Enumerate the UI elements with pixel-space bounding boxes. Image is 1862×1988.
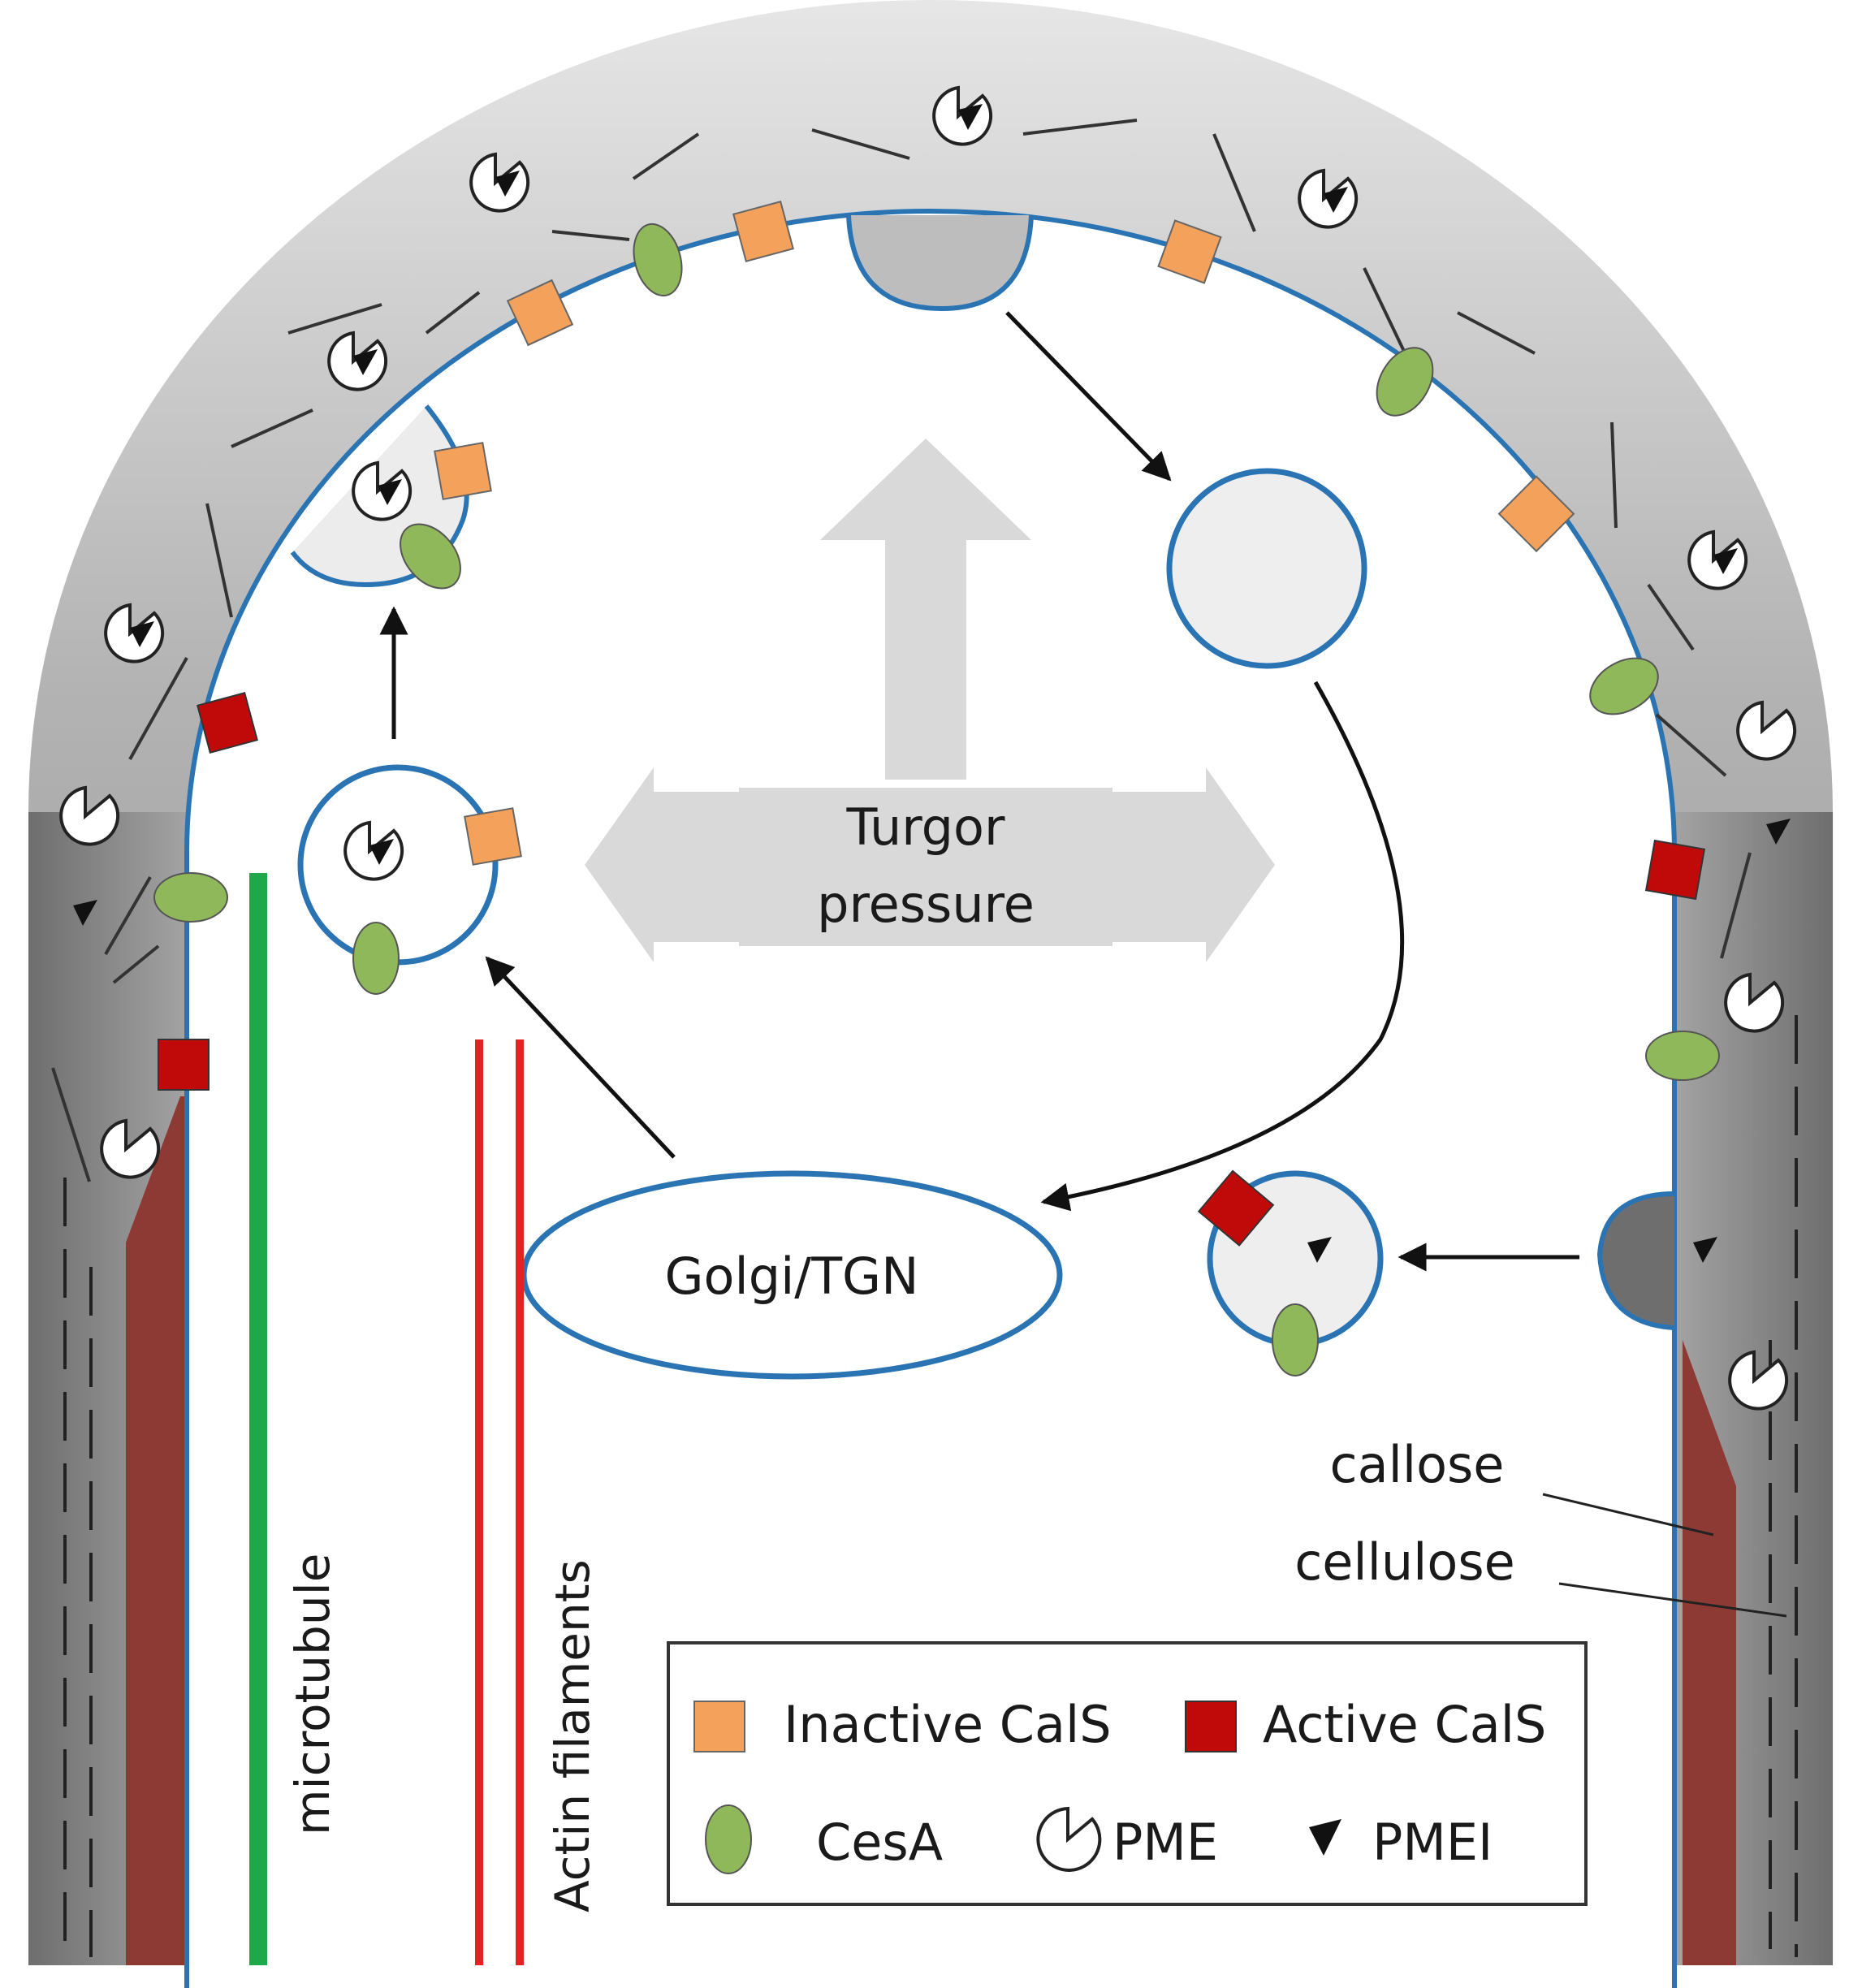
legend-inactive-cals-swatch (693, 1701, 745, 1752)
cellulose-fibrils-apex (51, 119, 1752, 1182)
cellulose-label: cellulose (1294, 1532, 1515, 1592)
microtubule-label: microtubule (285, 1554, 340, 1835)
callose-label: callose (1330, 1435, 1505, 1494)
turgor-label-line1: Turgor (846, 797, 1005, 857)
legend-cesa-swatch (705, 1804, 752, 1874)
apex-fusion-site (846, 214, 1034, 312)
plasma-membrane (184, 209, 1677, 1988)
transport-arrows (379, 311, 1579, 1272)
turgor-label-line2: pressure (817, 875, 1035, 934)
active-cals-proteins (158, 692, 1706, 1247)
legend-active-cals-label: Active CalS (1263, 1695, 1546, 1754)
legend-pme-swatch (1036, 1806, 1102, 1872)
legend-active-cals-swatch (1185, 1701, 1237, 1752)
actin-label: Actin filaments (545, 1559, 600, 1912)
golgi-label: Golgi/TGN (665, 1247, 919, 1306)
endocytosis-site-right (1596, 1191, 1675, 1330)
inactive-cals-proteins (434, 201, 1575, 866)
callose-layer-left (126, 1096, 187, 1965)
legend-pme-label: PME (1112, 1813, 1218, 1872)
endocytic-vesicle-upper (1166, 468, 1367, 669)
label-leaders (1542, 1493, 1787, 1618)
legend-inactive-cals-label: Inactive CalS (784, 1695, 1112, 1754)
cesa-proteins (153, 223, 1720, 1376)
legend-cesa-label: CesA (816, 1813, 943, 1872)
actin-filaments (475, 1039, 524, 1965)
pmei-inhibitors (73, 104, 1791, 1263)
cellulose-strands-left (63, 1178, 93, 1957)
legend-box (667, 1641, 1588, 1906)
legend-pmei-swatch (1309, 1819, 1341, 1856)
callose-layer-right (1683, 1340, 1736, 1965)
legend-pmei-label: PMEI (1372, 1813, 1493, 1872)
cellulose-strands-right (1769, 1015, 1798, 1957)
turgor-arrows (585, 439, 1275, 962)
